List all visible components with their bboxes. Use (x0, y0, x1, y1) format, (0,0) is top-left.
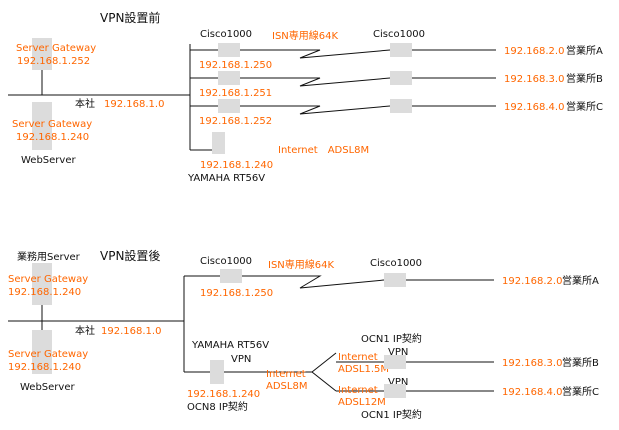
after-router-hq (220, 269, 242, 283)
after-fork-down (311, 371, 337, 392)
after-vpn-label-c: VPN (388, 377, 408, 388)
before-title: VPN設置前 (100, 10, 160, 25)
before-gateway1-ip: 192.168.1.252 (17, 56, 90, 67)
after-router-branch-c (384, 384, 406, 398)
before-isdn-line-c (240, 105, 391, 115)
before-gateway2-name: Server Gateway (12, 119, 92, 130)
before-isdn-label: ISN専用線64K (272, 29, 339, 42)
before-yamaha-ip: 192.168.1.240 (200, 160, 273, 171)
after-router-branch-a (384, 273, 406, 287)
after-branch-c-net: 192.168.4.0 (502, 387, 562, 398)
before-internet-label: Internet ADSL8M (278, 145, 369, 156)
after-isdn-line (242, 275, 385, 289)
after-yamaha-label: YAMAHA RT56V (191, 340, 269, 351)
before-gateway1-name: Server Gateway (16, 43, 96, 54)
before-router-hq-label: Cisco1000 (200, 29, 252, 40)
before-router-hq-3 (218, 99, 240, 113)
after-branch-c-name: 営業所C (562, 385, 599, 398)
before-yamaha-router (212, 132, 225, 154)
after-title: VPN設置後 (100, 248, 160, 263)
before-hq-label: 本社 (75, 97, 95, 110)
after-hq-label: 本社 (75, 324, 95, 337)
before-router-hq-2 (218, 71, 240, 85)
before-gateway-server-2 (32, 102, 52, 150)
after-gateway-server-2 (32, 330, 52, 374)
before-router-branch-c (390, 99, 412, 113)
before-branch-a-name: 営業所A (566, 44, 603, 57)
before-gateway-server-1 (32, 38, 52, 70)
before-router-branch-label: Cisco1000 (373, 29, 425, 40)
after-webserver-label: WebServer (20, 382, 75, 393)
after-vpn-label-b: VPN (388, 347, 408, 358)
before-branch-a-net: 192.168.2.0 (504, 46, 564, 57)
after-branch-a-net: 192.168.2.0 (502, 276, 562, 287)
before-router-ip-1: 192.168.1.250 (199, 60, 272, 71)
after-isdn-label: ISN専用線64K (268, 258, 335, 271)
before-isdn-line-b (240, 77, 391, 87)
after-internet-c-line1: Internet (338, 385, 378, 396)
before-gateway2-ip: 192.168.1.240 (16, 132, 89, 143)
after-vpn-label-hq: VPN (231, 354, 251, 365)
after-internet-b-line1: Internet (338, 352, 378, 363)
after-router-ip: 192.168.1.250 (200, 288, 273, 299)
after-business-server: 業務用Server (17, 250, 81, 263)
before-section: VPN設置前 Server Gateway 192.168.1.252 Serv… (8, 10, 603, 184)
before-yamaha-label: YAMAHA RT56V (187, 173, 265, 184)
after-branch-b-name: 営業所B (562, 356, 599, 369)
after-gateway1-ip: 192.168.1.240 (8, 287, 81, 298)
after-yamaha-router (210, 360, 224, 384)
after-internet-b-line2: ADSL1.5M (338, 364, 389, 375)
after-internet-line2: ADSL8M (266, 381, 307, 392)
before-router-ip-2: 192.168.1.251 (199, 88, 272, 99)
after-router-branch-label: Cisco1000 (370, 258, 422, 269)
after-section: VPN設置後 業務用Server Server Gateway 192.168.… (8, 248, 599, 421)
after-fork-up (311, 352, 337, 373)
after-router-hq-label: Cisco1000 (200, 256, 252, 267)
before-router-hq-1 (218, 43, 240, 57)
before-router-branch-b (390, 71, 412, 85)
after-gateway2-name: Server Gateway (8, 349, 88, 360)
before-isdn-line-a (240, 49, 391, 59)
before-branch-c-name: 営業所C (566, 100, 603, 113)
after-ocn1-top: OCN1 IP契約 (361, 332, 422, 345)
after-ocn8-label: OCN8 IP契約 (187, 400, 248, 413)
after-gateway-server-1 (32, 263, 52, 305)
before-router-ip-3: 192.168.1.252 (199, 116, 272, 127)
after-router-branch-b (384, 355, 406, 369)
after-gateway1-name: Server Gateway (8, 274, 88, 285)
after-internet-line1: Internet (266, 369, 306, 380)
before-branch-b-name: 営業所B (566, 72, 603, 85)
before-router-branch-a (390, 43, 412, 57)
after-yamaha-ip: 192.168.1.240 (187, 389, 260, 400)
after-hq-net: 192.168.1.0 (101, 326, 161, 337)
before-hq-net: 192.168.1.0 (104, 99, 164, 110)
after-branch-b-net: 192.168.3.0 (502, 358, 562, 369)
before-webserver-label: WebServer (21, 155, 76, 166)
after-branch-a-name: 営業所A (562, 274, 599, 287)
before-branch-b-net: 192.168.3.0 (504, 74, 564, 85)
after-ocn1-bottom: OCN1 IP契約 (361, 408, 422, 421)
before-branch-c-net: 192.168.4.0 (504, 102, 564, 113)
after-internet-c-line2: ADSL12M (338, 397, 386, 408)
after-gateway2-ip: 192.168.1.240 (8, 362, 81, 373)
